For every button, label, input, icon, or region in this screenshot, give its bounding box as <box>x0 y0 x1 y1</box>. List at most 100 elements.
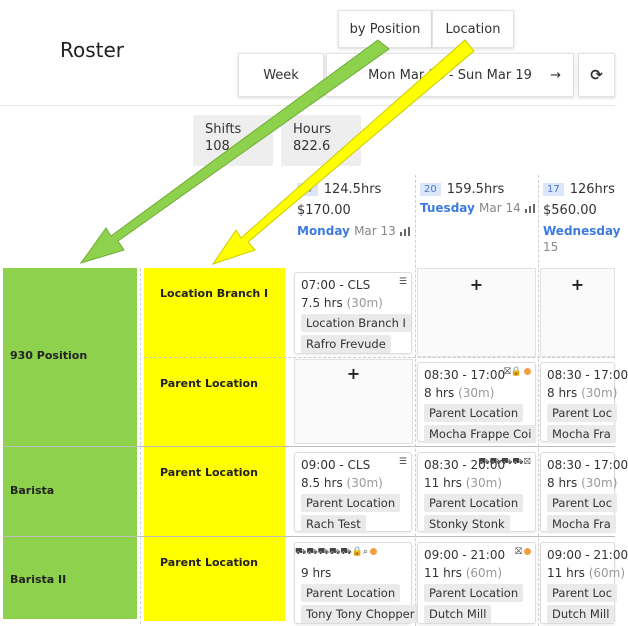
shift-location-tag: Parent Location <box>424 584 524 602</box>
shift-time: 09:00 - 21:00 <box>547 548 628 562</box>
shift-time: 09:00 - CLS <box>301 458 371 472</box>
day-cost: $560.00 <box>543 203 597 218</box>
period-select-button[interactable]: Week <box>238 53 324 97</box>
group-divider <box>3 446 615 447</box>
split-icon: ⛝ <box>515 547 522 557</box>
day-shift-count-badge: 17 <box>297 183 318 196</box>
day-name[interactable]: Tuesday <box>420 201 475 215</box>
shift-time: 09:00 - 21:00 <box>424 548 506 562</box>
day-hours: 126hrs <box>569 182 615 197</box>
shift-hours: 11 hrs <box>424 566 462 580</box>
notes-icon: ☰ <box>398 277 407 287</box>
shift-person-tag: Mocha Fra <box>547 515 616 533</box>
location-column <box>144 268 285 621</box>
shift-break: (30m) <box>346 476 383 490</box>
shift-location-tag: Parent Location <box>424 494 524 512</box>
header-divider <box>0 105 615 106</box>
shifts-stat: Shifts 108 <box>193 115 273 166</box>
day-hours: 124.5hrs <box>323 182 382 197</box>
column-divider <box>415 175 416 626</box>
shift-hours: 11 hrs <box>547 566 585 580</box>
hours-label: Hours <box>293 122 332 137</box>
shift-time: 08:30 - 20:00 <box>424 458 506 472</box>
shift-status-icons: ⛟⛟⛟⛟⛝ <box>478 457 531 467</box>
shift-break: (30m) <box>581 476 618 490</box>
shift-hours: 11 hrs <box>424 476 462 490</box>
shift-location-tag: Location Branch I <box>301 314 411 332</box>
day-name[interactable]: Wednesday <box>543 224 621 238</box>
location-label: Location Branch I <box>160 287 269 300</box>
shift-hours: 8 hrs <box>424 386 455 400</box>
day-hours: 159.5hrs <box>446 182 505 197</box>
shift-card[interactable]: 09:00 - CLS 8.5 hrs (30m) Parent Locatio… <box>294 452 412 533</box>
group-divider <box>3 536 615 537</box>
shift-person-tag: Mocha Fra <box>547 425 616 443</box>
status-dot-icon <box>524 368 531 375</box>
day-name[interactable]: Monday <box>297 224 350 238</box>
stats-bars-icon[interactable] <box>399 227 410 236</box>
shift-time: 08:30 - 17:00 <box>547 458 628 472</box>
refresh-button[interactable]: ⟳ <box>578 53 615 97</box>
day-date: Mar 14 <box>479 201 521 215</box>
shift-location-tag: Parent Location <box>301 494 401 512</box>
shift-person-tag: Stonky Stonk <box>424 515 510 533</box>
shift-hours: 7.5 hrs <box>301 296 343 310</box>
shift-location-tag: Parent Location <box>301 584 401 602</box>
prev-arrow-icon[interactable]: ← <box>339 67 350 83</box>
shift-card[interactable]: 08:30 - 17:00 8 hrs (30m) Parent Locatio… <box>417 362 537 443</box>
vehicle-icons: ⛟⛟⛟⛟⛟🔒⌕ <box>295 547 368 557</box>
empty-shift-slot[interactable]: + <box>294 359 413 444</box>
add-shift-icon[interactable]: + <box>469 275 484 294</box>
day-header-tuesday: 20 159.5hrs Tuesday Mar 14 <box>420 182 538 215</box>
shift-card[interactable]: 08:30 - 20:00 11 hrs (30m) Parent Locati… <box>417 452 536 533</box>
shift-location-tag: Parent Loc <box>547 584 618 602</box>
view-by-position-button[interactable]: by Position <box>338 10 432 48</box>
day-shift-count-badge: 17 <box>543 183 564 196</box>
shift-status-icons: ⛝ <box>515 547 531 557</box>
shift-hours: 8 hrs <box>547 476 578 490</box>
hours-value: 822.6 <box>293 139 331 154</box>
shift-location-tag: Parent Location <box>424 404 524 422</box>
date-range-label: Mon Mar 13 - Sun Mar 19 <box>368 67 532 83</box>
shift-time: 08:30 - 17:00 <box>424 368 506 382</box>
row-divider <box>144 357 615 358</box>
empty-shift-slot[interactable]: + <box>417 268 536 357</box>
status-dot-icon <box>369 548 377 555</box>
shift-card[interactable]: 08:30 - 17:00 8 hrs (30m) Parent Loc Moc… <box>540 362 628 443</box>
shift-person-tag: Dutch Mill <box>547 605 615 623</box>
shift-person-tag: Tony Tony Chopper <box>301 605 420 623</box>
empty-shift-slot[interactable]: + <box>540 268 615 357</box>
shift-card[interactable]: 09:00 - 21:00 11 hrs (60m) Parent Locati… <box>417 542 536 624</box>
status-dot-icon <box>524 548 531 555</box>
shift-card[interactable]: 09:00 - 21:00 11 hrs (60m) Parent Loc Du… <box>540 542 628 624</box>
day-header-wednesday: 17 126hrs $560.00 Wednesday 15 <box>543 182 621 254</box>
day-shift-count-badge: 20 <box>420 183 441 196</box>
shift-card[interactable]: 07:00 - CLS 7.5 hrs (30m) Location Branc… <box>294 272 412 354</box>
date-range-control: ← Mon Mar 13 - Sun Mar 19 → <box>326 53 574 97</box>
shift-person-tag: Dutch Mill <box>424 605 492 623</box>
shift-time: 08:30 - 17:00 <box>547 368 628 382</box>
shift-person-tag: Mocha Frappe Coi <box>424 425 537 443</box>
shifts-value: 108 <box>205 139 230 154</box>
day-cost: $170.00 <box>297 203 351 218</box>
shift-break: (30m) <box>458 386 495 400</box>
lock-icon: ⛝🔒 <box>503 367 522 377</box>
add-shift-icon[interactable]: + <box>346 364 361 383</box>
shift-person-tag: Rach Test <box>301 515 366 533</box>
add-shift-icon[interactable]: + <box>570 275 585 294</box>
shift-card[interactable]: 9 hrs Parent Location Tony Tony Chopper … <box>294 542 420 624</box>
shift-person-tag: Rafro Frevude <box>301 335 391 353</box>
shift-hours: 9 hrs <box>301 566 332 580</box>
shift-hours: 8 hrs <box>547 386 578 400</box>
stats-bars-icon[interactable] <box>524 204 535 213</box>
location-label: Parent Location <box>160 556 258 569</box>
shift-card[interactable]: 08:30 - 17:00 8 hrs (30m) Parent Loc Moc… <box>540 452 628 533</box>
shifts-label: Shifts <box>205 122 242 137</box>
day-date: 15 <box>543 240 559 254</box>
location-label: Parent Location <box>160 466 258 479</box>
position-column <box>3 268 137 619</box>
view-location-button[interactable]: Location <box>432 10 514 48</box>
page-title: Roster <box>60 38 125 62</box>
next-arrow-icon[interactable]: → <box>550 67 561 83</box>
